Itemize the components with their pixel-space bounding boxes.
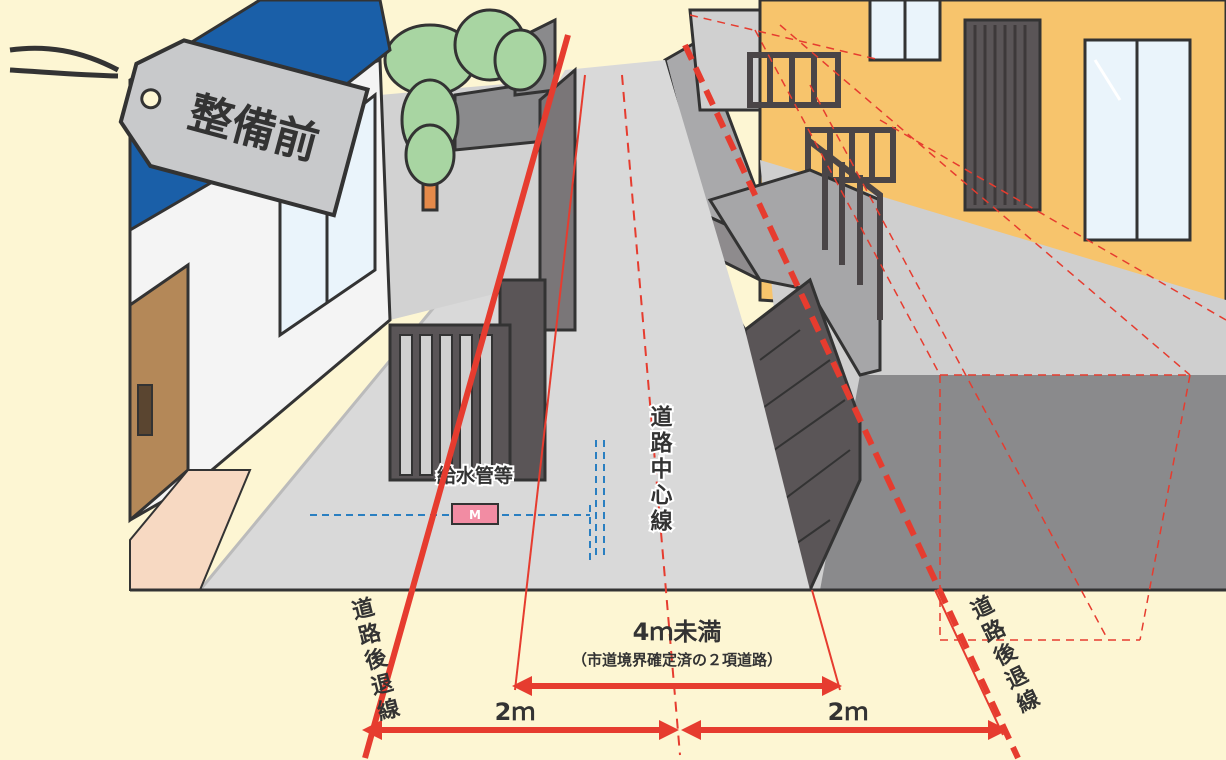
trees: [383, 8, 547, 212]
extension-line-right: [934, 589, 1004, 736]
distance-left-label: 2ｍ: [495, 698, 536, 726]
setback-lines: [362, 34, 1021, 760]
center-line: [621, 74, 681, 756]
meter-label: M: [469, 508, 481, 522]
center-line-label: 道路中心線: [647, 404, 673, 535]
road-edge-right: [811, 589, 841, 691]
road-type-label: （市道境界確定済の２項道路）: [572, 651, 782, 669]
water-meter: M: [451, 503, 499, 525]
water-pipe: [310, 440, 605, 560]
dimension-arrows: [362, 676, 1008, 740]
setback-line-right: [682, 43, 1021, 760]
width-label: 4ｍ未満: [633, 618, 722, 646]
setback-line-left: [362, 34, 571, 759]
setback-ghost-outline: [689, 14, 1226, 641]
road-edge-left: [514, 74, 586, 691]
water-pipe-label: 給水管等: [437, 464, 513, 487]
status-tag: 整備前: [9, 38, 371, 218]
distance-right-label: 2ｍ: [828, 698, 869, 726]
